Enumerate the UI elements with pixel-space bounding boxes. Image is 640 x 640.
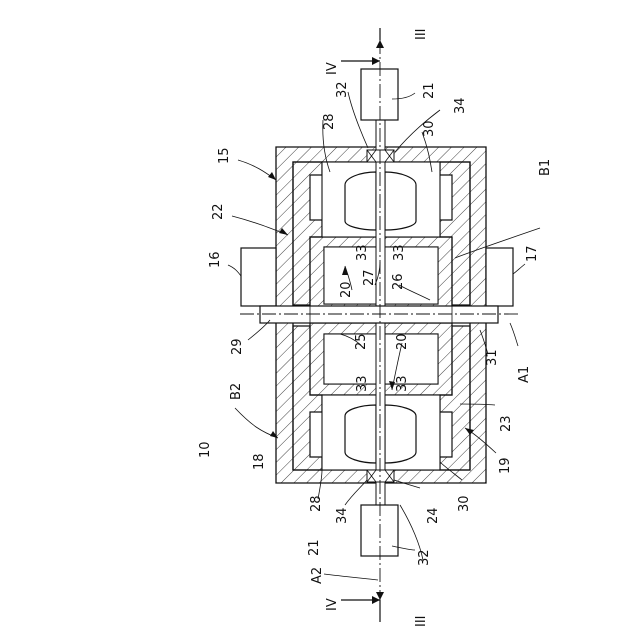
label-27: 27 (362, 269, 377, 286)
label-34-top: 34 (453, 97, 468, 114)
label-A2: A2 (310, 567, 325, 584)
label-15: 15 (217, 147, 232, 164)
label-23: 23 (499, 415, 514, 432)
label-30-top: 30 (422, 120, 437, 137)
label-31: 31 (485, 349, 500, 366)
label-25: 25 (354, 333, 369, 350)
label-19: 19 (498, 457, 513, 474)
label-20-upper: 20 (339, 281, 354, 298)
lower-roller-left (345, 405, 376, 463)
label-32-bottom: 32 (417, 549, 432, 566)
label-IV-top: IV (325, 62, 340, 75)
side-block-17 (486, 248, 513, 306)
label-A1: A1 (517, 366, 532, 383)
label-33-upper-right: 33 (392, 244, 407, 261)
end-cap-21-bottom (361, 505, 398, 556)
label-21-bottom: 21 (307, 539, 322, 556)
label-20-lower: 20 (395, 333, 410, 350)
label-28-top: 28 (322, 113, 337, 130)
label-33-lower-left: 33 (355, 375, 370, 392)
plate-29-31 (260, 306, 498, 323)
side-block-16 (241, 248, 276, 306)
label-B1: B1 (538, 159, 553, 176)
label-26: 26 (391, 273, 406, 290)
upper-roller-left (345, 172, 376, 230)
label-B2: B2 (229, 383, 244, 400)
label-30-bottom: 30 (457, 495, 472, 512)
upper-roller-right (385, 172, 416, 230)
label-28-bottom: 28 (309, 495, 324, 512)
label-III-bottom: III (414, 615, 429, 627)
label-16: 16 (208, 251, 223, 268)
end-cap-21-top (361, 69, 398, 120)
label-17: 17 (525, 245, 540, 262)
label-32-top: 32 (335, 81, 350, 98)
label-34-bottom: 34 (335, 507, 350, 524)
label-21-top: 21 (422, 82, 437, 99)
label-10: 10 (198, 441, 213, 458)
label-III-top: III (414, 28, 429, 40)
label-33-upper-left: 33 (355, 244, 370, 261)
label-29: 29 (230, 338, 245, 355)
label-IV-bottom: IV (325, 598, 340, 611)
label-33-lower-right: 33 (395, 375, 410, 392)
label-24: 24 (426, 507, 441, 524)
label-18: 18 (252, 453, 267, 470)
label-22: 22 (211, 203, 226, 220)
lower-roller-right (385, 405, 416, 463)
